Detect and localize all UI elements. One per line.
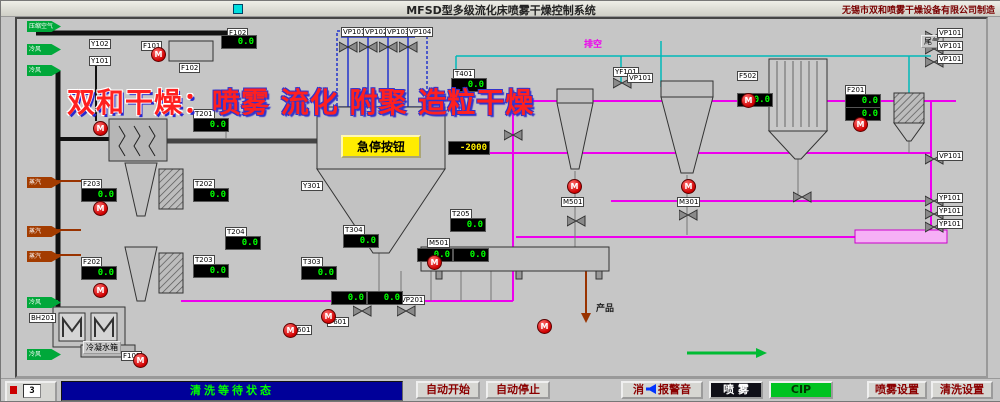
inlet-arrow: 蒸汽 [27, 251, 61, 262]
steam-product-lines [57, 180, 591, 323]
page-counter-button[interactable]: 3 [5, 381, 57, 401]
equipment-shapes [52, 40, 925, 358]
equipment-tag: F102 [179, 63, 201, 73]
inlet-arrow: 蒸汽 [27, 177, 61, 188]
motor-icon: M [93, 121, 108, 136]
value-display: 0.0 [81, 266, 117, 280]
value-display: 0.0 [331, 291, 367, 305]
equipment-tag: VP104 [407, 27, 434, 37]
value-display: 0.0 [450, 218, 486, 232]
value-display: 0.0 [193, 188, 229, 202]
motor-icon: M [427, 255, 442, 270]
motor-icon: M [321, 309, 336, 324]
equipment-tag: M501 [427, 238, 451, 248]
alarm-label: 报警音 [658, 383, 691, 396]
value-display: 0.0 [193, 118, 229, 132]
motor-icon: M [151, 47, 166, 62]
equipment-tag: Y101 [89, 56, 111, 66]
inlet-arrow: 冷风 [27, 349, 61, 360]
value-display: 0.0 [81, 188, 117, 202]
equipment-tag: BH201 [29, 313, 57, 323]
value-display: -2000 [448, 141, 490, 155]
equipment-tag: YP101 [937, 206, 963, 216]
cip-button[interactable]: CIP [769, 381, 833, 399]
manufacturer-label: 无锡市双和喷雾干燥设备有限公司制造 [841, 6, 995, 16]
equipment-tag: Y102 [89, 39, 111, 49]
status-banner: 清洗等待状态 [61, 381, 403, 401]
counter-value: 3 [23, 384, 41, 398]
inlet-arrow: 冷风 [27, 297, 61, 308]
value-display: 0.0 [193, 264, 229, 278]
value-display: 0.0 [367, 291, 403, 305]
value-display: 0.0 [301, 266, 337, 280]
equipment-tag: VP101 [937, 41, 964, 51]
motor-icon: M [681, 179, 696, 194]
title-bar: MFSD型多级流化床喷雾干燥控制系统 无锡市双和喷雾干燥设备有限公司制造 [1, 1, 1000, 17]
equipment-tag: VP101 [937, 28, 964, 38]
emergency-stop-button[interactable]: 急停按钮 [341, 135, 421, 158]
spray-settings-button[interactable]: 喷雾设置 [867, 381, 927, 399]
status-led-icon [233, 4, 243, 14]
mute-alarm-button[interactable]: 消 报警音 [621, 381, 703, 399]
equipment-tag: 排空 [584, 40, 603, 50]
inlet-arrow: 冷风 [27, 44, 61, 55]
motor-icon: M [853, 117, 868, 132]
equipment-tag: VP101 [937, 151, 964, 161]
equipment-tag: VP101 [937, 54, 964, 64]
motor-icon: M [741, 93, 756, 108]
value-display: 0.0 [451, 78, 487, 92]
spray-button[interactable]: 喷 雾 [709, 381, 763, 399]
equipment-tag: YF101 [613, 67, 639, 77]
speaker-icon [646, 384, 656, 394]
inlet-arrow: 蒸汽 [27, 226, 61, 237]
auto-start-button[interactable]: 自动开始 [416, 381, 480, 399]
value-display: 0.0 [453, 248, 489, 262]
value-display: 0.0 [343, 234, 379, 248]
equipment-tag: M301 [677, 197, 701, 207]
inlet-arrow: 冷风 [27, 65, 61, 76]
motor-icon: M [537, 319, 552, 334]
inlet-arrow: 压缩空气 [27, 21, 61, 32]
value-display: 0.0 [225, 236, 261, 250]
value-display: 0.0 [221, 35, 257, 49]
motor-icon: M [133, 353, 148, 368]
equipment-tag: 冷凝水箱 [83, 341, 121, 354]
motor-icon: M [93, 201, 108, 216]
clean-settings-button[interactable]: 清洗设置 [931, 381, 993, 399]
transfer-box [854, 229, 948, 244]
equipment-tag: YP101 [937, 219, 963, 229]
equipment-tag: M501 [561, 197, 585, 207]
equipment-tag: F502 [737, 71, 759, 81]
equipment-tag: Y301 [301, 181, 323, 191]
motor-icon: M [283, 323, 298, 338]
equipment-tag: YP101 [937, 193, 963, 203]
motor-icon: M [93, 283, 108, 298]
equipment-tag: 产品 [596, 304, 615, 314]
motor-icon: M [567, 179, 582, 194]
counter-icon [10, 386, 17, 394]
page-title: MFSD型多级流化床喷雾干燥控制系统 [406, 4, 596, 17]
control-bar: 3 清洗等待状态 自动开始 自动停止 消 报警音 喷 雾 CIP 喷雾设置 清洗设… [1, 378, 1000, 401]
equipment-tag: VP101 [627, 73, 654, 83]
cyan-pipes [455, 41, 931, 93]
value-display: 0.0 [845, 94, 881, 108]
auto-stop-button[interactable]: 自动停止 [486, 381, 550, 399]
mute-label: 消 [633, 383, 644, 396]
